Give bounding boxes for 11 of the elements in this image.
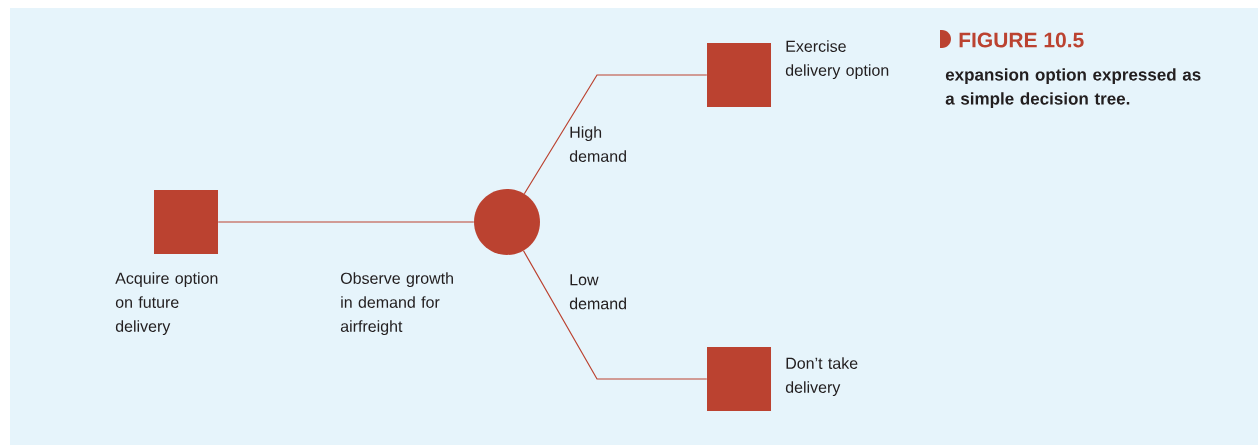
figure-title: FIGURE 10.5 [959, 32, 1084, 48]
edge-label: High demand [569, 126, 626, 162]
branch-line [523, 74, 708, 195]
node-label: Don’t take delivery [785, 357, 858, 397]
node-label: Observe growth in demand for airfreight [340, 272, 453, 336]
figure-caption: expansion option expressed as a simple decision tree. [945, 68, 1201, 109]
node-label: Acquire option on future delivery [115, 272, 218, 336]
edge-label: Low demand [569, 274, 626, 310]
branch-line [522, 250, 708, 380]
node-label: Exercise delivery option [785, 40, 889, 80]
branch-line [217, 221, 475, 223]
